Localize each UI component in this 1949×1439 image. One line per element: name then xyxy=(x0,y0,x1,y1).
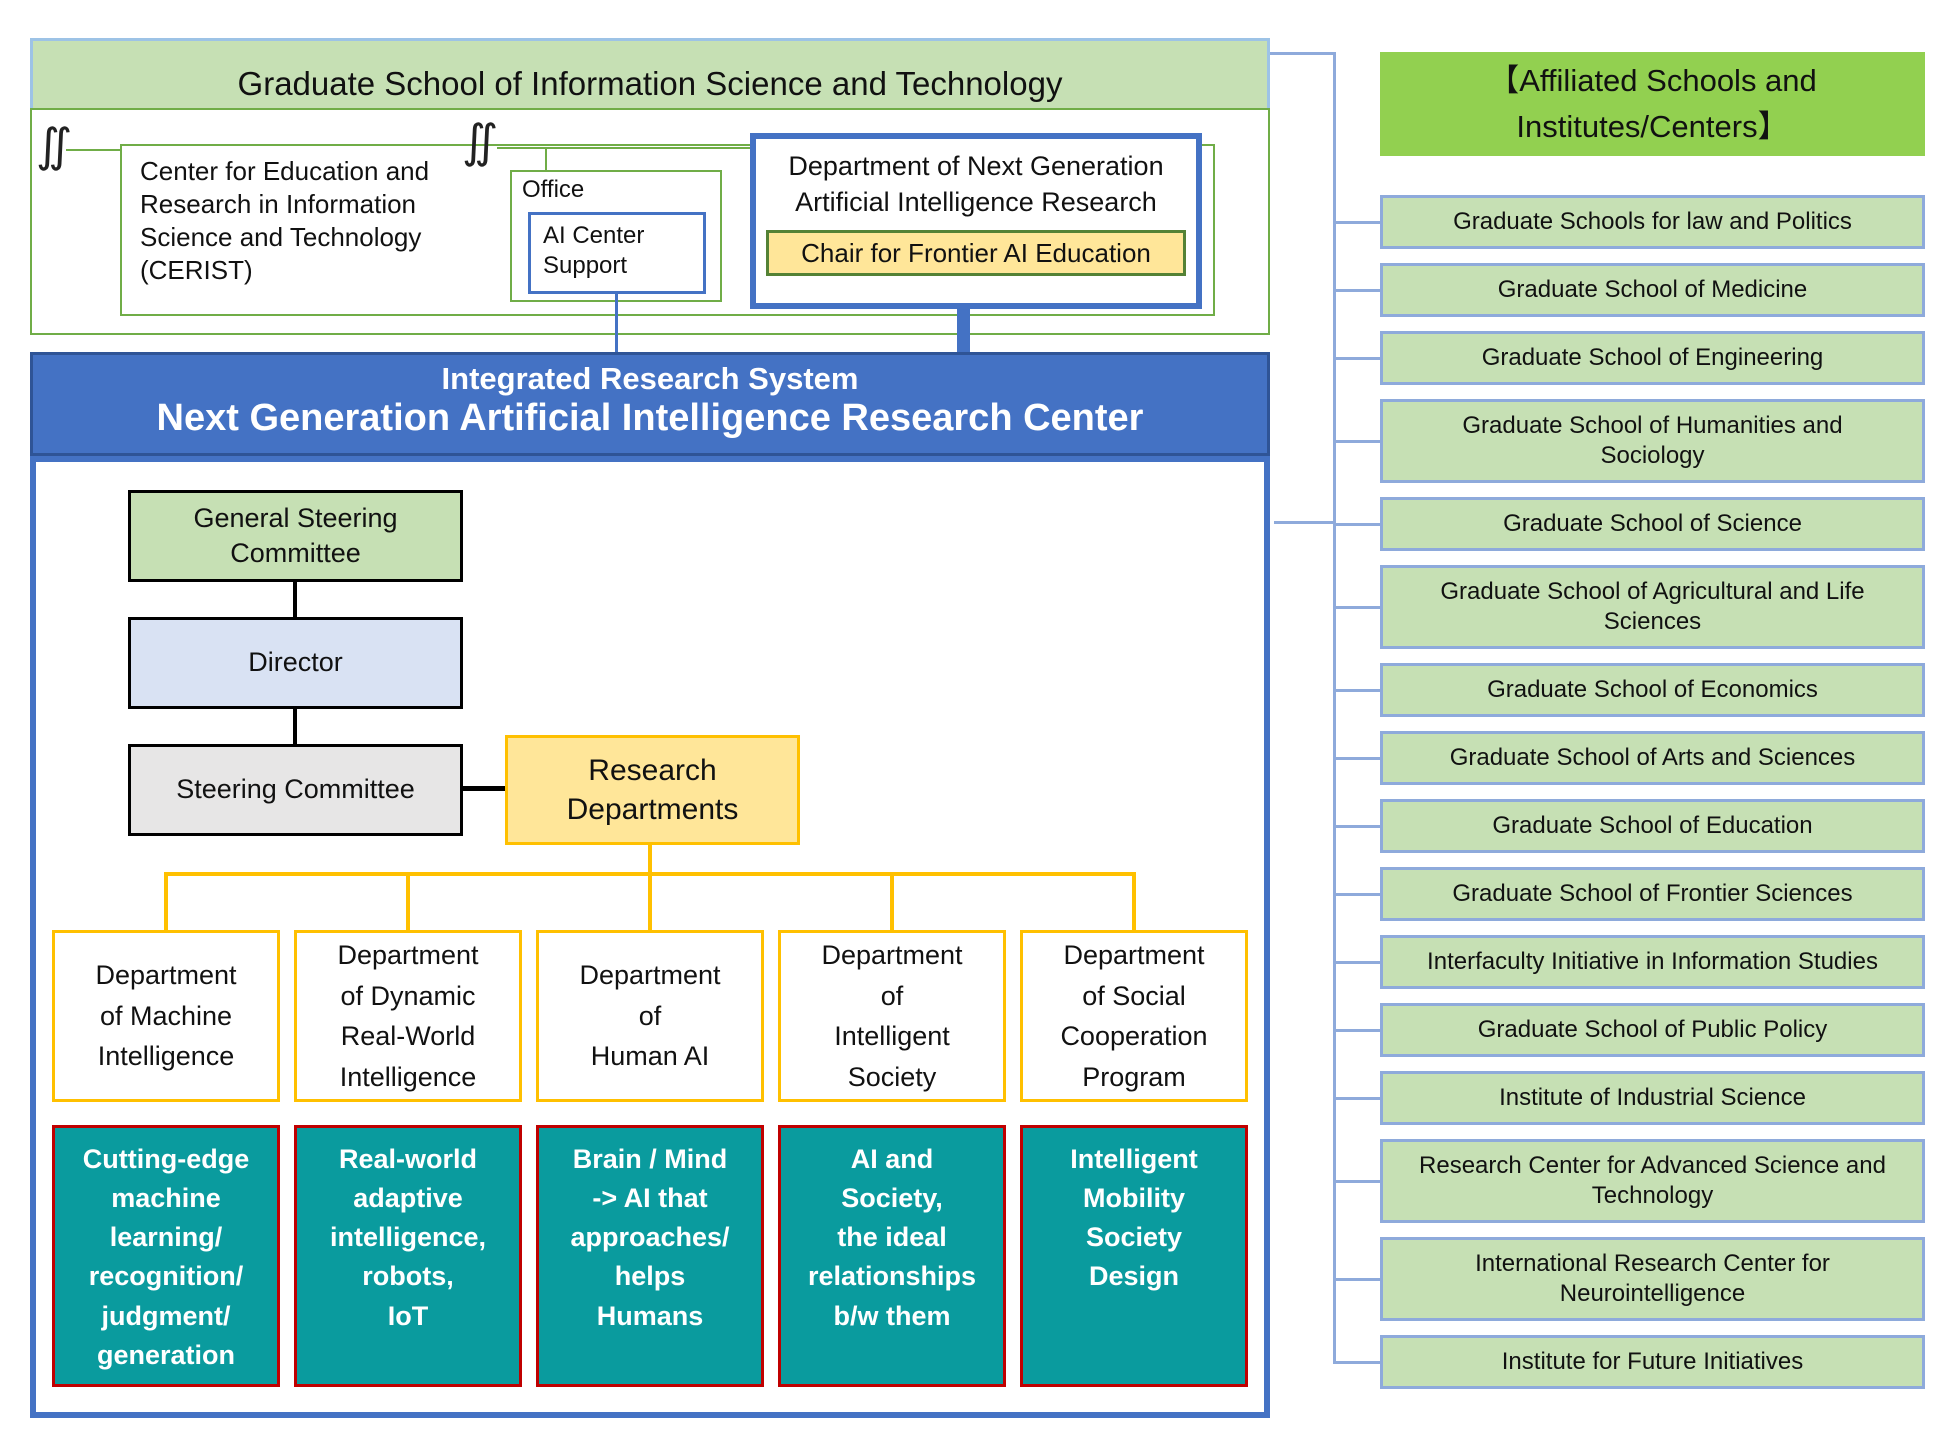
department-box: Department of Dynamic Real-World Intelli… xyxy=(294,930,522,1102)
connector-branch xyxy=(1333,1180,1380,1183)
affiliated-item: Institute of Industrial Science xyxy=(1380,1071,1925,1125)
affiliated-item: Graduate School of Humanities and Sociol… xyxy=(1380,399,1925,483)
ai-center-support-box: AI Center Support xyxy=(528,212,706,294)
connector-line xyxy=(293,582,297,617)
chair-frontier-ai-label: Chair for Frontier AI Education xyxy=(801,237,1151,268)
department-box: Department of Machine Intelligence xyxy=(52,930,280,1102)
focus-box: Brain / Mind -> AI that approaches/ help… xyxy=(536,1125,764,1387)
affiliated-item: Graduate School of Public Policy xyxy=(1380,1003,1925,1057)
connector-department-to-center xyxy=(957,306,970,354)
connector-branch xyxy=(1333,689,1380,692)
affiliated-item: Graduate School of Medicine xyxy=(1380,263,1925,317)
connector-branch xyxy=(1333,757,1380,760)
connector-branch xyxy=(1333,825,1380,828)
break-mark-icon: ∬ xyxy=(462,115,499,167)
connector-branch xyxy=(1333,1097,1380,1100)
connector-branch xyxy=(1333,893,1380,896)
research-center-banner: Integrated Research System Next Generati… xyxy=(30,352,1270,456)
connector-branch xyxy=(1333,221,1380,224)
connector-branch xyxy=(1333,523,1380,526)
affiliated-item: Graduate School of Engineering xyxy=(1380,331,1925,385)
top-school-title: Graduate School of Information Science a… xyxy=(237,65,1063,102)
connector-line xyxy=(648,872,652,930)
connector-line xyxy=(497,147,750,149)
research-departments-box: Research Departments xyxy=(505,735,800,845)
connector-branch xyxy=(1333,440,1380,443)
affiliated-item: Graduate School of Economics xyxy=(1380,663,1925,717)
connector-branch xyxy=(1333,289,1380,292)
affiliated-item: Research Center for Advanced Science and… xyxy=(1380,1139,1925,1223)
connector-line xyxy=(1274,521,1335,524)
office-label: Office xyxy=(522,176,585,203)
steering-committee-box: Steering Committee xyxy=(128,744,463,836)
connector-branch xyxy=(1333,357,1380,360)
connector-line xyxy=(293,709,297,744)
affiliated-item: Graduate School of Science xyxy=(1380,497,1925,551)
connector-support-to-center xyxy=(615,292,618,352)
next-gen-department-title: Department of Next Generation Artificial… xyxy=(788,151,1164,218)
affiliated-item: Graduate School of Frontier Sciences xyxy=(1380,867,1925,921)
focus-box: AI and Society, the ideal relationships … xyxy=(778,1125,1006,1387)
connector-branch xyxy=(1333,606,1380,609)
connector-branch xyxy=(1333,961,1380,964)
next-gen-department-box xyxy=(750,133,1202,309)
affiliated-item: Institute for Future Initiatives xyxy=(1380,1335,1925,1389)
break-mark-icon: ∬ xyxy=(36,119,73,171)
department-box: Department of Intelligent Society xyxy=(778,930,1006,1102)
connector-branch xyxy=(1333,1361,1380,1364)
connector-line xyxy=(164,872,168,930)
connector-line xyxy=(463,786,505,791)
focus-row: Cutting-edge machine learning/ recogniti… xyxy=(52,1125,1248,1387)
connector-line xyxy=(1132,872,1136,930)
affiliated-item: International Research Center for Neuroi… xyxy=(1380,1237,1925,1321)
connector-line xyxy=(66,149,120,151)
connector-line xyxy=(648,845,652,874)
cerist-label: Center for Education and Research in Inf… xyxy=(140,156,430,286)
focus-box: Real-world adaptive intelligence, robots… xyxy=(294,1125,522,1387)
affiliated-item: Graduate School of Education xyxy=(1380,799,1925,853)
affiliated-item: Interfaculty Initiative in Information S… xyxy=(1380,935,1925,989)
connector-trunk xyxy=(1333,52,1336,1362)
connector-branch xyxy=(1333,1278,1380,1281)
connector-line xyxy=(1270,52,1336,55)
focus-box: Intelligent Mobility Society Design xyxy=(1020,1125,1248,1387)
general-steering-committee-box: General Steering Committee xyxy=(128,490,463,582)
connector-line xyxy=(890,872,894,930)
affiliated-item: Graduate School of Arts and Sciences xyxy=(1380,731,1925,785)
integrated-research-system-label: Integrated Research System xyxy=(441,361,859,396)
research-center-title: Next Generation Artificial Intelligence … xyxy=(156,397,1144,439)
focus-box: Cutting-edge machine learning/ recogniti… xyxy=(52,1125,280,1387)
connector-branch xyxy=(1333,1029,1380,1032)
connector-line xyxy=(545,147,547,172)
department-box: Department of Social Cooperation Program xyxy=(1020,930,1248,1102)
affiliated-header: 【Affiliated Schools and Institutes/Cente… xyxy=(1380,52,1925,156)
connector-line xyxy=(406,872,410,930)
chair-frontier-ai-box: Chair for Frontier AI Education xyxy=(766,230,1186,276)
affiliated-item: Graduate School of Agricultural and Life… xyxy=(1380,565,1925,649)
director-box: Director xyxy=(128,617,463,709)
department-box: Department of Human AI xyxy=(536,930,764,1102)
affiliated-item: Graduate Schools for law and Politics xyxy=(1380,195,1925,249)
